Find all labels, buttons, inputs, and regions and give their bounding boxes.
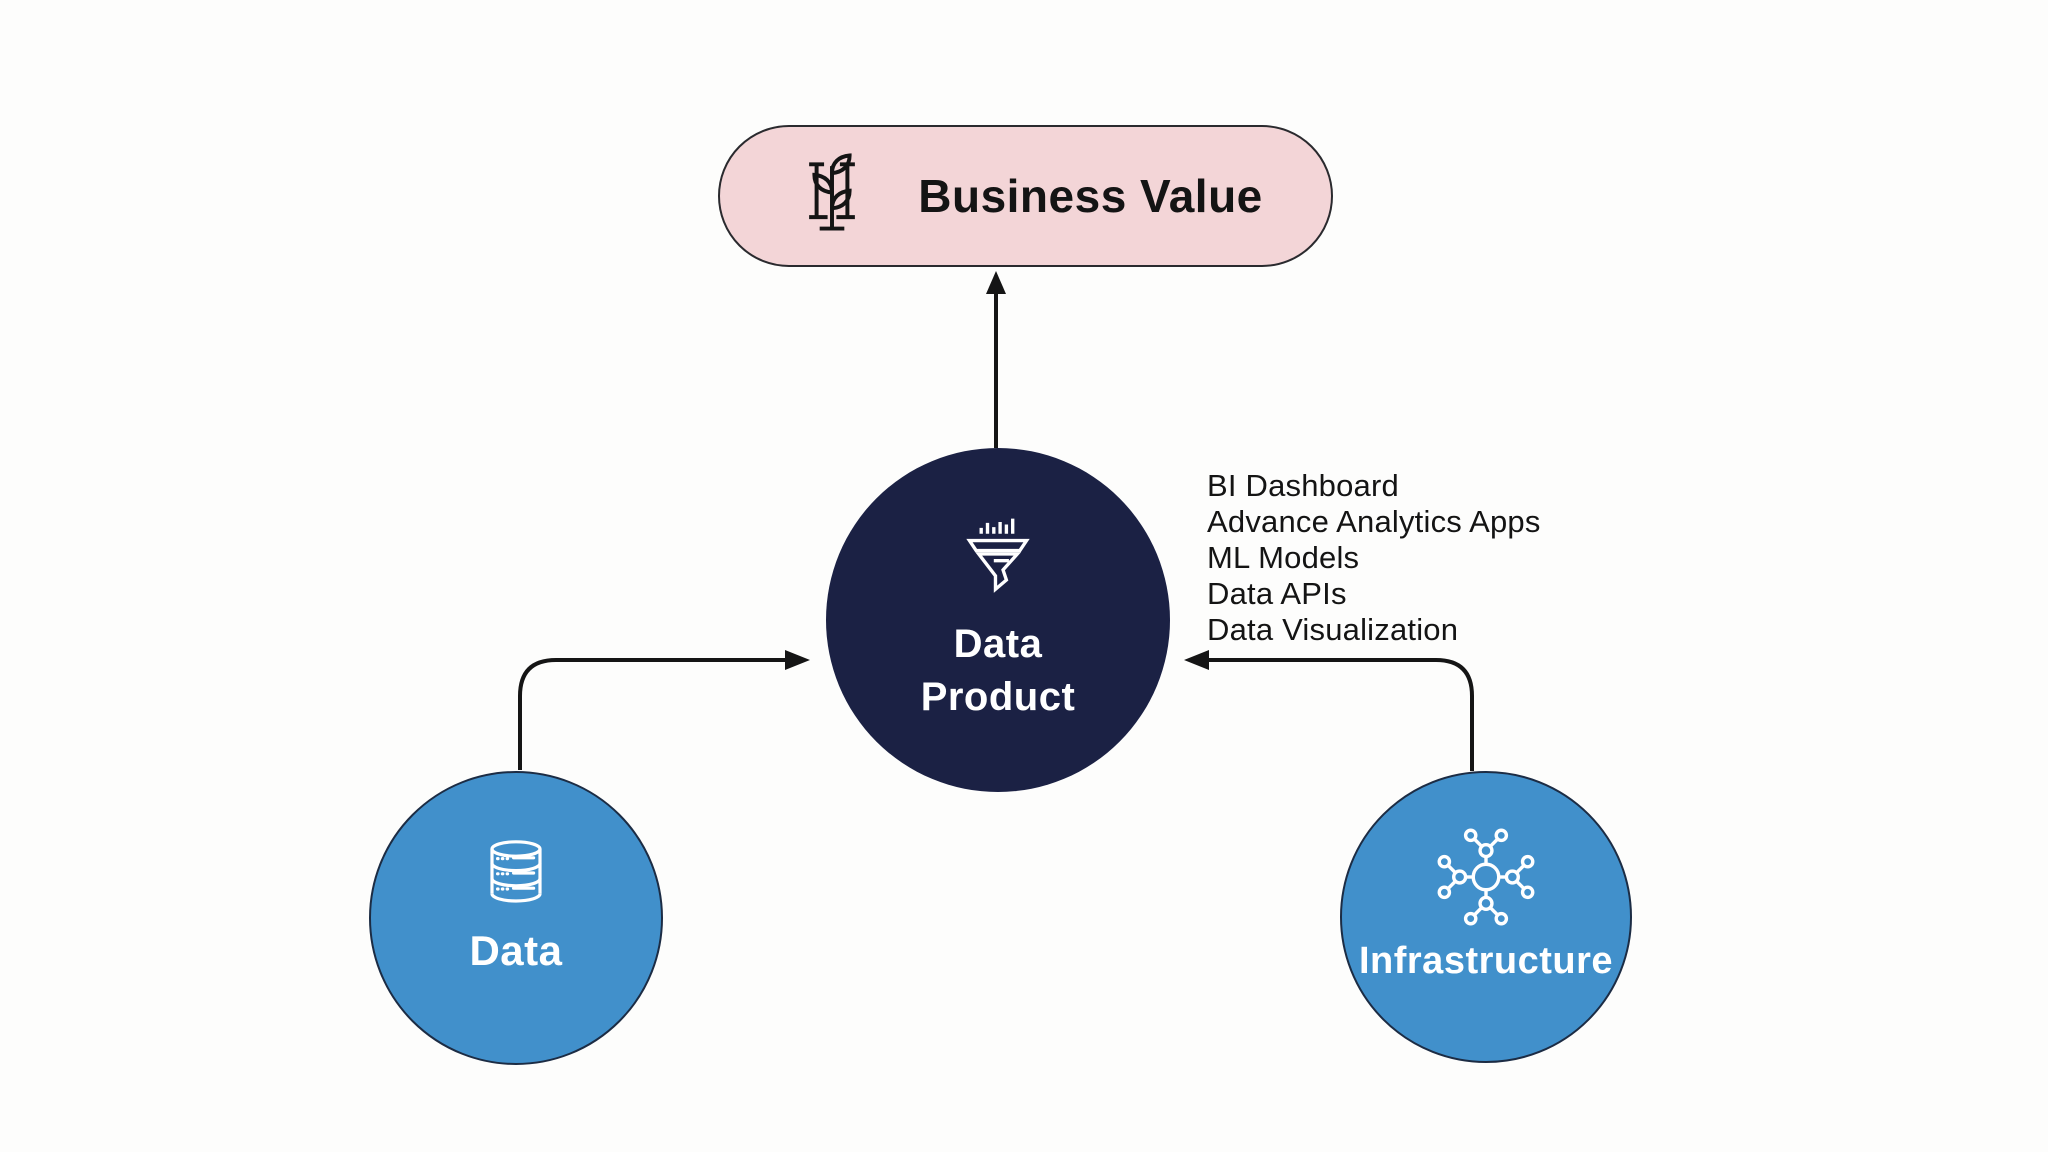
data-product-label: Data Product [920,622,1076,719]
database-icon [490,840,542,903]
arrow-infrastructure-to-data-product [1184,650,1474,771]
output-item: Data APIs [1207,576,1347,611]
node-data-product: Data Product [826,448,1170,792]
plant-growth-icon [809,153,856,231]
output-item: BI Dashboard [1207,468,1399,503]
output-item: Advance Analytics Apps [1207,504,1541,539]
node-infrastructure: Infrastructure [1340,771,1632,1063]
node-data: Data [369,771,663,1065]
infrastructure-label: Infrastructure [1358,939,1614,982]
data-product-outputs-list: BI Dashboard Advance Analytics Apps ML M… [1207,468,1541,648]
funnel-analytics-icon [966,518,1030,594]
output-item: Data Visualization [1207,612,1459,647]
output-item: ML Models [1207,540,1360,575]
node-business-value: Business Value [718,125,1333,267]
network-nodes-icon [1437,828,1535,925]
arrow-data-to-data-product [518,650,810,770]
data-label: Data [469,927,563,974]
arrow-data-product-to-business-value [986,271,1006,448]
business-value-label: Business Value [918,170,1263,222]
